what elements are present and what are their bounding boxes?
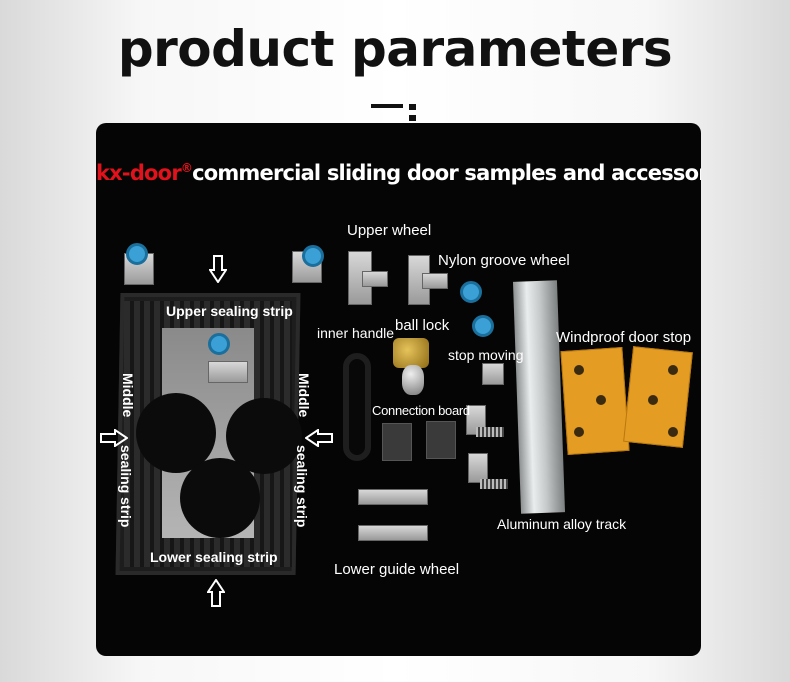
nylon-groove-wheel-1-icon bbox=[460, 281, 482, 303]
arrow-left-icon bbox=[305, 429, 333, 447]
label-lower-sealing-strip: Lower sealing strip bbox=[150, 549, 278, 565]
sample-roller-right-icon bbox=[302, 245, 324, 267]
arrow-up-icon bbox=[207, 579, 225, 607]
spring-1 bbox=[476, 427, 504, 437]
window-cutout-bottom bbox=[180, 458, 260, 538]
label-lower-guide-wheel: Lower guide wheel bbox=[334, 561, 460, 578]
label-aluminum-alloy-track: Aluminum alloy track bbox=[497, 516, 627, 532]
label-middle-left-2: sealing strip bbox=[118, 445, 134, 528]
stop-moving-bracket bbox=[482, 363, 504, 385]
lower-guide-wheel-plate-2 bbox=[358, 525, 428, 541]
panel-heading: kx-door®commercial sliding door samples … bbox=[96, 161, 701, 185]
window-cutout-left bbox=[136, 393, 216, 473]
stop-hole-1 bbox=[574, 365, 584, 375]
spring-2 bbox=[480, 479, 508, 489]
ball-lock-body bbox=[393, 338, 429, 368]
sample-center-bracket bbox=[208, 361, 248, 383]
sample-roller-left-icon bbox=[126, 243, 148, 265]
product-image-panel: kx-door®commercial sliding door samples … bbox=[96, 123, 701, 656]
label-middle-right-2: sealing strip bbox=[294, 445, 310, 528]
label-inner-handle: inner handle bbox=[317, 325, 395, 341]
upper-wheel-bracket-2 bbox=[362, 271, 388, 287]
label-stop-moving: stop moving bbox=[448, 347, 524, 363]
windproof-door-stop-left bbox=[560, 346, 630, 456]
label-middle-right-1: Middle bbox=[296, 373, 312, 418]
label-windproof-door-stop: Windproof door stop bbox=[556, 329, 692, 346]
windproof-door-stop-right bbox=[623, 346, 693, 448]
stop-hole-4 bbox=[668, 365, 678, 375]
brand-name: kx-door bbox=[96, 161, 182, 185]
connection-board-1 bbox=[382, 423, 412, 461]
nylon-groove-wheel-2-icon bbox=[472, 315, 494, 337]
inner-handle bbox=[343, 353, 371, 461]
label-upper-sealing-strip: Upper sealing strip bbox=[166, 303, 293, 319]
label-middle-left-1: Middle bbox=[120, 373, 136, 418]
window-cutout-right bbox=[226, 398, 302, 474]
stop-hole-2 bbox=[596, 395, 606, 405]
label-nylon-groove-wheel: Nylon groove wheel bbox=[438, 252, 570, 269]
registered-mark: ® bbox=[180, 161, 193, 175]
label-ball-lock: ball lock bbox=[395, 317, 450, 334]
panel-heading-text: commercial sliding door samples and acce… bbox=[192, 161, 701, 185]
stop-hole-6 bbox=[668, 427, 678, 437]
label-connection-board: Connection board bbox=[372, 403, 470, 418]
label-upper-wheel: Upper wheel bbox=[347, 222, 432, 239]
sample-center-roller-icon bbox=[208, 333, 230, 355]
stop-hole-5 bbox=[648, 395, 658, 405]
stop-hole-3 bbox=[574, 427, 584, 437]
arrow-down-icon bbox=[209, 255, 227, 283]
ball-lock-knob bbox=[402, 365, 424, 395]
stop-moving-bracket-3 bbox=[468, 453, 488, 483]
arrow-right-icon bbox=[100, 429, 128, 447]
connection-board-2 bbox=[426, 421, 456, 459]
lower-guide-wheel-plate-1 bbox=[358, 489, 428, 505]
page-title: product parameters bbox=[117, 20, 673, 78]
nylon-wheel-bracket-2 bbox=[422, 273, 448, 289]
aluminum-alloy-track bbox=[512, 280, 566, 514]
